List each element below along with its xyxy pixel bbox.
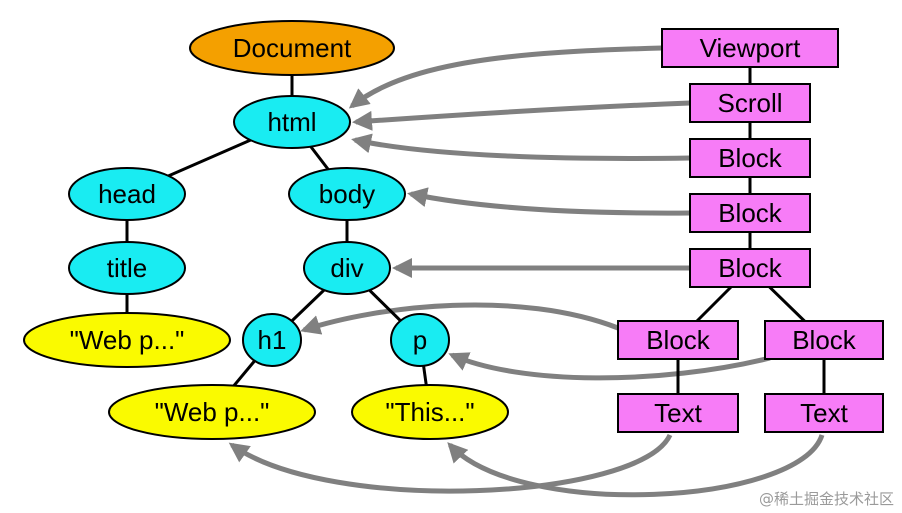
block-box-4: Block bbox=[617, 320, 739, 360]
block-label-5: Block bbox=[792, 325, 857, 355]
arrow-text2-ptext bbox=[447, 434, 825, 498]
div-node: div bbox=[303, 241, 391, 295]
block-label-1: Block bbox=[718, 143, 783, 173]
block-box-3: Block bbox=[689, 248, 811, 288]
viewport-label: Viewport bbox=[700, 33, 801, 63]
head-node: head bbox=[68, 167, 186, 221]
text-label-1: Text bbox=[654, 398, 702, 428]
block-label-3: Block bbox=[718, 253, 783, 283]
mapping-arrows bbox=[228, 45, 825, 498]
arrow-block1-html bbox=[351, 133, 691, 161]
arrow-block5-p bbox=[448, 352, 771, 381]
h1-text-label: "Web p..." bbox=[155, 397, 270, 427]
document-label: Document bbox=[233, 33, 352, 63]
title-node: title bbox=[68, 241, 186, 295]
p-text-label: "This..." bbox=[385, 397, 474, 427]
viewport-box: Viewport bbox=[661, 28, 839, 68]
title-text-label: "Web p..." bbox=[70, 325, 185, 355]
text-box-2: Text bbox=[764, 393, 884, 433]
arrow-block2-body bbox=[407, 187, 691, 216]
title-label: title bbox=[107, 253, 147, 283]
block-box-5: Block bbox=[764, 320, 884, 360]
body-label: body bbox=[319, 179, 375, 209]
block-label-4: Block bbox=[646, 325, 711, 355]
document-node: Document bbox=[189, 20, 395, 76]
p-text-node: "This..." bbox=[351, 384, 509, 440]
h1-text-node: "Web p..." bbox=[108, 384, 316, 440]
watermark-text: @稀土掘金技术社区 bbox=[759, 490, 894, 508]
arrow-viewport-html bbox=[348, 45, 663, 109]
render-tree: Viewport Scroll Block Block Block Block … bbox=[617, 28, 884, 433]
html-node: html bbox=[233, 95, 351, 149]
block-box-2: Block bbox=[689, 193, 811, 233]
p-label: p bbox=[413, 325, 427, 355]
scroll-box: Scroll bbox=[689, 83, 811, 123]
body-node: body bbox=[288, 167, 406, 221]
title-text-node: "Web p..." bbox=[23, 312, 231, 368]
head-label: head bbox=[98, 179, 156, 209]
text-box-1: Text bbox=[617, 393, 739, 433]
p-node: p bbox=[390, 313, 450, 367]
block-label-2: Block bbox=[718, 198, 783, 228]
html-label: html bbox=[267, 107, 316, 137]
h1-label: h1 bbox=[258, 325, 287, 355]
arrow-block4-h1 bbox=[300, 302, 619, 335]
arrow-scroll-html bbox=[352, 100, 691, 131]
block-box-1: Block bbox=[689, 138, 811, 178]
arrow-text1-h1text bbox=[228, 433, 673, 494]
text-label-2: Text bbox=[800, 398, 848, 428]
scroll-label: Scroll bbox=[717, 88, 782, 118]
div-label: div bbox=[330, 253, 363, 283]
dom-tree: Document html head title "Web p..." body… bbox=[23, 20, 509, 440]
h1-node: h1 bbox=[242, 313, 302, 367]
